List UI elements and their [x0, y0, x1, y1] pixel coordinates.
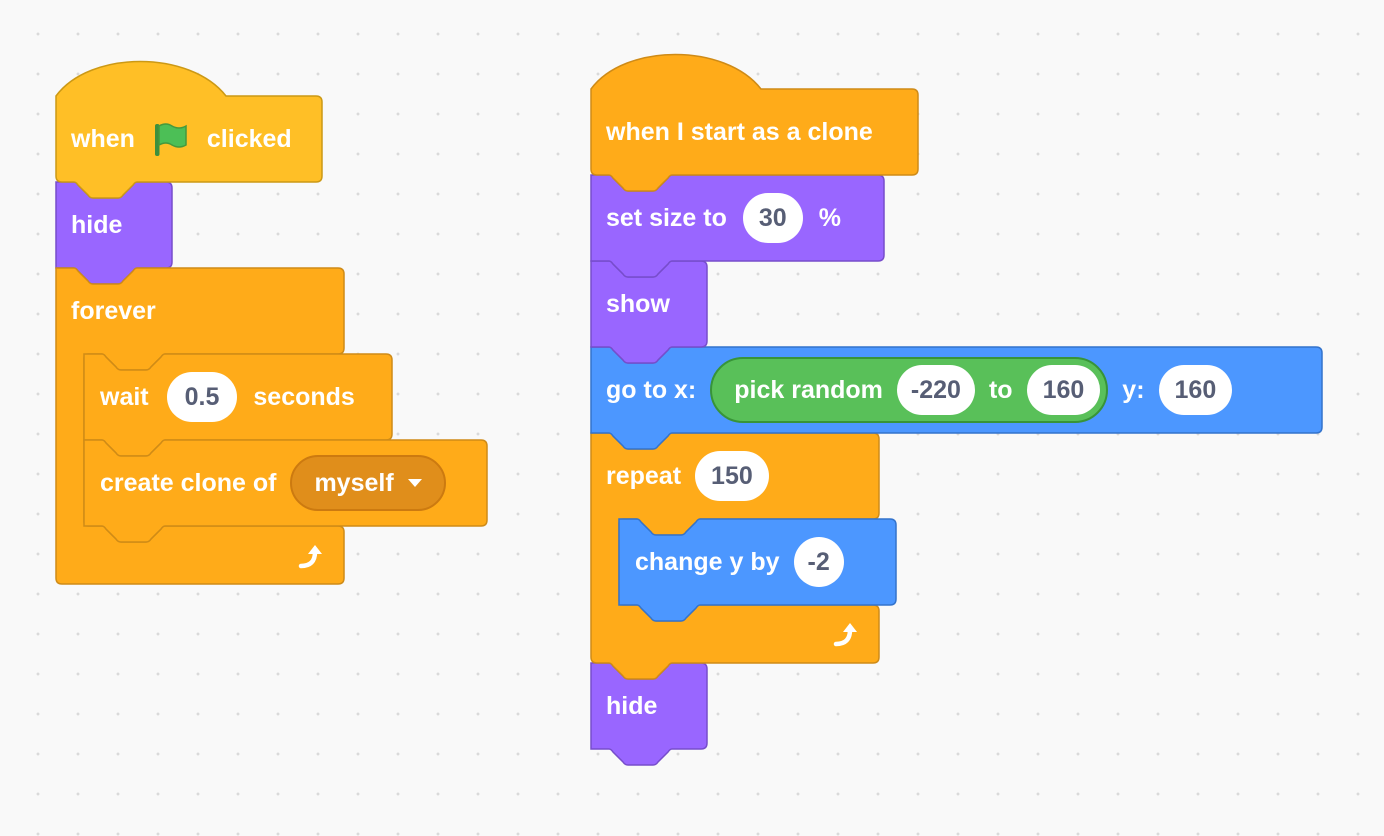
- when-flag-clicked-hat-shape[interactable]: [55, 60, 323, 199]
- show-block[interactable]: show: [606, 261, 670, 347]
- change-y-block[interactable]: change y by -2: [635, 519, 844, 605]
- hide-block[interactable]: hide: [71, 182, 122, 268]
- repeat-count-input[interactable]: 150: [695, 451, 769, 501]
- size-input[interactable]: 30: [742, 193, 803, 243]
- when-start-as-clone-block[interactable]: when I start as a clone: [606, 89, 873, 175]
- clone-target-value: myself: [314, 468, 394, 497]
- pick-random-label: pick random: [734, 375, 883, 404]
- clone-target-dropdown[interactable]: myself: [290, 455, 446, 511]
- clone-hide-label: hide: [606, 691, 658, 720]
- show-label: show: [606, 289, 670, 318]
- random-to-input[interactable]: 160: [1026, 365, 1101, 415]
- seconds-label: seconds: [253, 382, 355, 411]
- when-start-as-clone-label: when I start as a clone: [606, 117, 873, 146]
- clicked-label: clicked: [206, 124, 292, 153]
- y-input[interactable]: 160: [1158, 365, 1233, 415]
- wait-block[interactable]: wait 0.5 seconds: [100, 354, 355, 440]
- when-label: when: [71, 124, 135, 153]
- when-flag-clicked-block[interactable]: when clicked: [71, 96, 292, 182]
- create-clone-label: create clone of: [100, 468, 277, 497]
- clone-hide-block[interactable]: hide: [606, 663, 657, 749]
- set-size-label: set size to: [606, 203, 727, 232]
- forever-block[interactable]: forever: [71, 268, 156, 354]
- wait-seconds-input[interactable]: 0.5: [166, 372, 238, 422]
- repeat-label: repeat: [606, 461, 682, 490]
- random-from-input[interactable]: -220: [896, 365, 975, 415]
- caret-down-icon: [407, 479, 422, 487]
- set-size-block[interactable]: set size to 30 %: [606, 175, 841, 261]
- wait-label: wait: [100, 382, 149, 411]
- forever-label: forever: [71, 296, 156, 325]
- pick-random-reporter[interactable]: pick random -220 to 160: [710, 357, 1109, 423]
- hide-label: hide: [71, 210, 123, 239]
- change-y-input[interactable]: -2: [793, 537, 844, 587]
- create-clone-block[interactable]: create clone of myself: [100, 440, 446, 526]
- random-to-label: to: [988, 375, 1013, 404]
- change-y-label: change y by: [635, 547, 780, 576]
- repeat-block[interactable]: repeat 150: [606, 433, 769, 519]
- go-to-x-label: go to x:: [606, 375, 697, 404]
- loop-arrow-icon: [298, 545, 322, 569]
- y-label: y:: [1122, 375, 1145, 404]
- loop-arrow-icon: [833, 623, 857, 647]
- green-flag-icon: [151, 119, 191, 159]
- percent-label: %: [818, 203, 841, 232]
- go-to-xy-block[interactable]: go to x: pick random -220 to 160 y: 160: [606, 347, 1233, 433]
- when-start-as-clone-hat-shape[interactable]: [590, 53, 919, 192]
